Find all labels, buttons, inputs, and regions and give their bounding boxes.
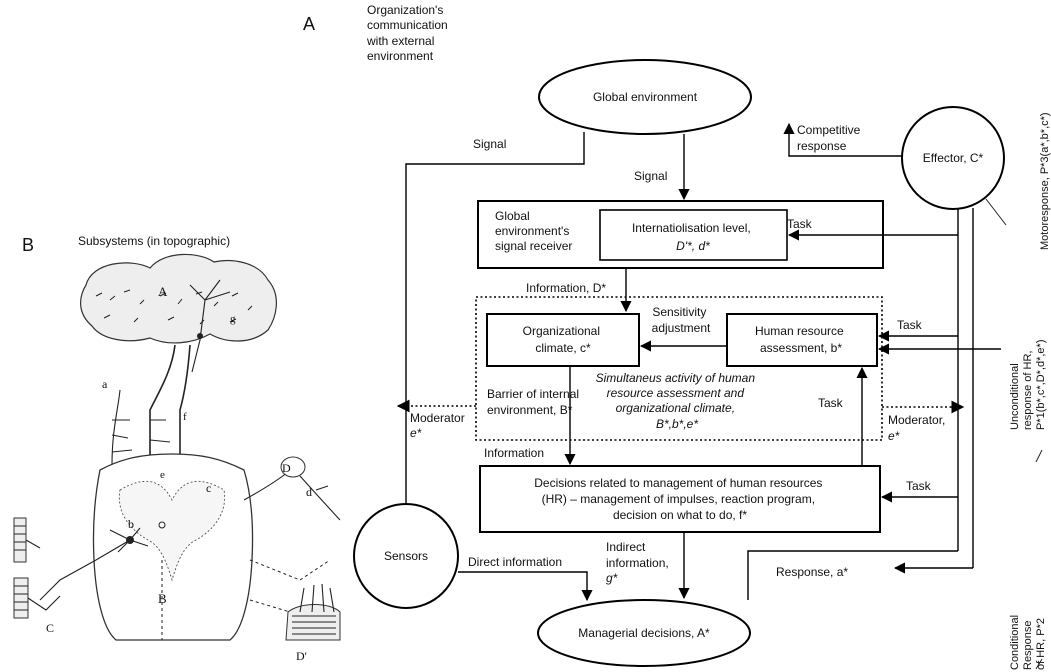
organizational-climate-box: Organizational climate, c*: [486, 313, 640, 367]
hr-decisions-box: Decisions related to management of human…: [479, 465, 881, 533]
barrier-label: Barrier of internal environment, B*: [487, 387, 582, 417]
label-C: C: [46, 621, 54, 635]
task-label-3: Task: [818, 396, 844, 410]
motoresponse-connector: [985, 198, 1007, 226]
conditional-tick: [1035, 658, 1043, 670]
panel-b-heading: Subsystems (in topographic): [78, 234, 230, 248]
competitive-response-label: Competitive response: [797, 123, 864, 153]
sensors-node: Sensors: [353, 503, 459, 609]
motoresponse-label: Motoresponse, P*3(a*,b*,c*): [1039, 112, 1051, 250]
unconditional-response-label: Unconditional response of HR, P*1(b*,c*,…: [1009, 340, 1047, 431]
panel-b-letter: B: [22, 235, 34, 255]
svg-text:Sensors: Sensors: [384, 549, 428, 563]
label-e: e: [160, 469, 165, 481]
managerial-decisions-node: Managerial decisions, A*: [537, 599, 751, 667]
cortex-label: A: [158, 284, 168, 299]
label-Dprime: D': [296, 649, 307, 663]
task-label-4: Task: [906, 479, 932, 493]
signal-center-label: Signal: [634, 169, 667, 183]
global-environment-node: Global environment: [538, 59, 752, 135]
panel-a-letter: A: [303, 14, 315, 34]
sensitivity-adjustment-label: Sensitivity adjustment: [652, 305, 711, 335]
effector-node: Effector, C*: [901, 106, 1005, 210]
hr-assessment-box: Human resource assessment, b*: [726, 313, 878, 367]
unconditional-tick: [1035, 449, 1043, 463]
svg-text:Managerial decisions, A*: Managerial decisions, A*: [578, 626, 710, 640]
signal-receiver-label: Global environment's signal receiver: [495, 209, 573, 253]
information-label: Information: [484, 446, 544, 460]
response-label: Response, a*: [776, 565, 848, 579]
svg-text:Decisions related to managemen: Decisions related to management of human…: [534, 476, 826, 522]
panel-a-heading: Organization's communication with extern…: [366, 3, 451, 63]
task-label-2: Task: [897, 318, 923, 332]
signal-feedback-line: [405, 132, 585, 504]
indirect-information-label: Indirect information, g*: [606, 540, 672, 585]
label-d: d: [306, 485, 312, 499]
internationalisation-level-label: Internatiolisation level, D'*, d*: [632, 221, 754, 253]
signal-left-label: Signal: [473, 137, 506, 151]
internal-environment-barrier-region: [475, 296, 883, 441]
svg-text:Effector, C*: Effector, C*: [923, 151, 984, 165]
direct-information-arrow: [458, 571, 593, 602]
label-D: D: [282, 461, 291, 475]
cortex-shape: [80, 253, 277, 344]
label-g: g: [230, 313, 236, 325]
descending-tract: [149, 344, 191, 462]
neural-subsystems-drawing: A g a f B e c b D d C: [13, 253, 341, 663]
svg-text:Human resource assessmen: Human resource assessment, b*: [755, 324, 847, 355]
svg-text:Organizational climate,: Organizational climate, c*: [523, 324, 604, 355]
cord-label: B: [158, 591, 167, 606]
label-f: f: [183, 411, 187, 423]
label-c: c: [206, 481, 211, 495]
moderator-left-label: Moderator e*: [410, 411, 468, 440]
competitive-response-arrow: [783, 122, 902, 157]
moderator-right-label: Moderator, e*: [888, 413, 949, 443]
simultaneous-activity-label: Simultaneus activity of human resource a…: [596, 371, 759, 431]
label-b: b: [128, 517, 134, 531]
information-d-label: Information, D*: [526, 281, 606, 295]
label-a: a: [102, 377, 108, 391]
task-label-1: Task: [787, 217, 813, 231]
svg-text:Global environment: Global environment: [593, 90, 698, 104]
response-line: [747, 550, 958, 600]
conditional-response-label: Conditional Response of HR, P*2: [1009, 612, 1047, 670]
direct-information-label: Direct information: [468, 555, 562, 569]
